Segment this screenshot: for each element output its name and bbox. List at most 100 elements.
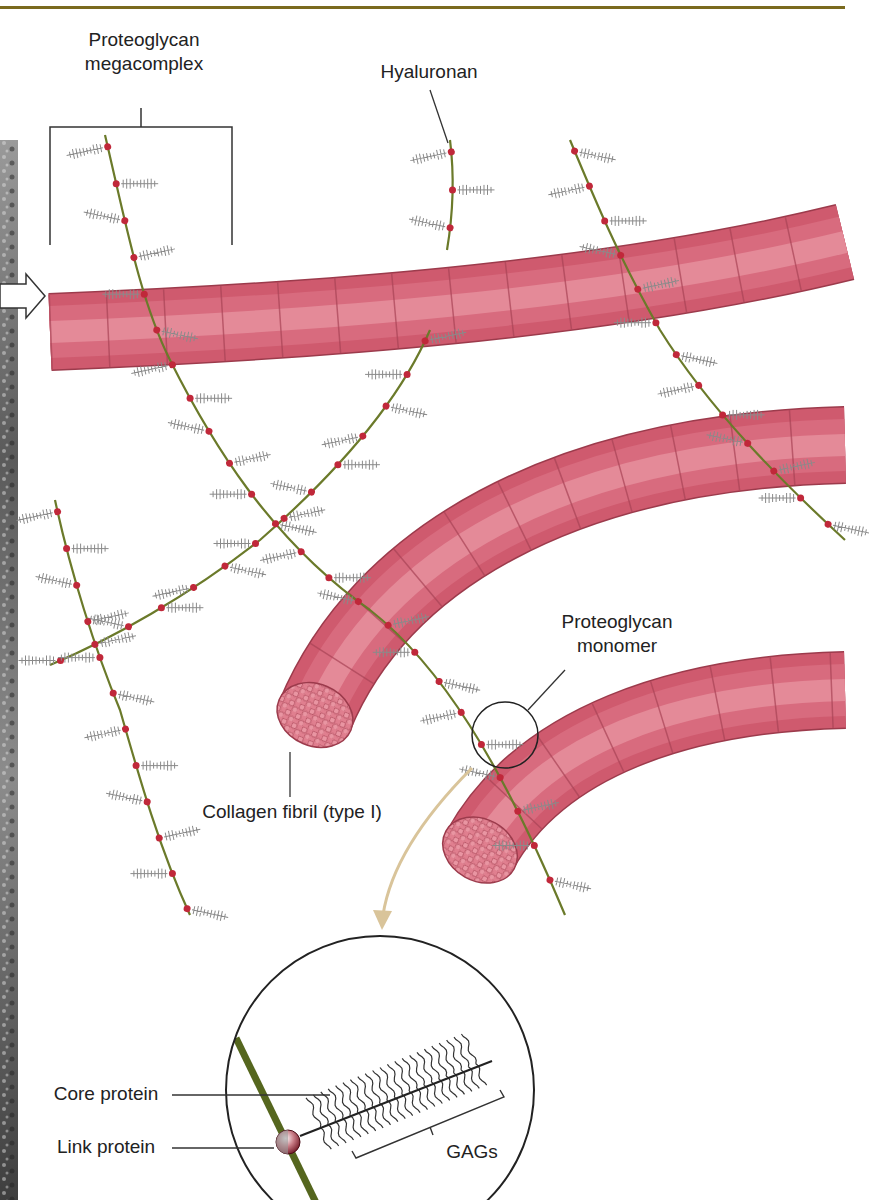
link-dot [109, 689, 117, 697]
link-dot [478, 741, 485, 748]
gag-bristles [83, 207, 121, 224]
proteoglycan-monomer [769, 457, 816, 476]
proteoglycan-monomer [325, 573, 371, 583]
proteoglycan-monomer [373, 647, 419, 657]
link-dot [601, 217, 608, 224]
gag-chain [358, 1077, 373, 1107]
link-dot [719, 411, 726, 418]
link-dot [695, 381, 703, 389]
proteoglycan-monomer [449, 185, 495, 195]
gag-chain [373, 1071, 388, 1101]
gag-chain [409, 1091, 420, 1112]
proteoglycan-monomers [15, 141, 869, 922]
proteoglycan-monomer [90, 631, 137, 650]
gag-bristles [610, 216, 647, 226]
link-dot [447, 148, 455, 156]
gag-bristles [429, 327, 467, 344]
proteoglycan-monomer [158, 603, 204, 613]
proteoglycan-monomer [15, 506, 62, 525]
part-label: Hyaluronan [372, 60, 486, 84]
proteoglycan-monomer [183, 903, 230, 922]
proteoglycan-monomer [719, 410, 765, 420]
proteoglycan-monomer [151, 582, 198, 601]
link-protein [276, 1130, 300, 1154]
link-dot [183, 905, 191, 913]
link-dot [546, 876, 554, 884]
proteoglycan-monomer [271, 518, 318, 537]
gag-bristles [778, 457, 816, 474]
gag-chain [432, 1046, 447, 1076]
zoom-arrow [0, 274, 45, 318]
gag-bristles [390, 402, 428, 419]
part-label: Link protein [40, 1135, 172, 1159]
gag-bristles [72, 544, 109, 554]
link-dot [770, 467, 778, 475]
inset-circle [226, 936, 534, 1200]
bracket [50, 108, 232, 245]
proteoglycan-monomer [382, 400, 429, 419]
fibril-cross-section [431, 804, 529, 896]
core-protein [300, 1061, 492, 1136]
gag-chain [447, 1040, 462, 1070]
gag-bristles [409, 148, 447, 165]
link-dot [297, 548, 305, 556]
link-dot [634, 285, 642, 293]
gag-bristles [334, 573, 371, 583]
gag-chain [410, 1055, 425, 1085]
gag-bristles [105, 788, 143, 805]
link-dot [354, 597, 362, 605]
link-dot [325, 574, 332, 581]
link-dot [84, 617, 92, 625]
link-dot [617, 251, 625, 259]
proteoglycan-monomer [614, 318, 660, 328]
gag-bristles [579, 242, 617, 259]
gag-chain [461, 1034, 476, 1064]
proteoglycan-monomer [492, 841, 538, 851]
link-dot [187, 395, 194, 402]
gag-bristles [117, 689, 155, 706]
highlight-circle [472, 702, 538, 768]
gag-chain [306, 1098, 321, 1128]
link-dot [91, 640, 99, 648]
proteoglycan-monomer [259, 546, 306, 565]
gag-bristles [167, 418, 205, 435]
gag-bristles [392, 612, 430, 629]
gag-bristles [58, 653, 95, 663]
gag-bristles [141, 761, 178, 771]
gag-bristles [706, 430, 744, 447]
gag-bristles [486, 740, 523, 750]
link-dot [73, 581, 81, 589]
gag-chain [424, 1049, 439, 1079]
link-dot [457, 708, 465, 716]
gag-chain [380, 1068, 395, 1098]
link-dot [205, 427, 213, 435]
link-dot [359, 432, 367, 440]
proteoglycan-monomer [513, 798, 560, 817]
link-dot [130, 253, 138, 261]
link-dot [169, 870, 176, 877]
link-dot [189, 583, 197, 591]
gag-bristles [229, 562, 267, 579]
part-label: GAGs [440, 1140, 504, 1164]
link-dot [797, 495, 804, 502]
hyaluronan-strands [50, 135, 845, 915]
link-dot [133, 762, 140, 769]
gag-bristles [614, 318, 651, 328]
proteoglycan-monomer [214, 539, 260, 549]
proteoglycan-monomer [83, 608, 130, 627]
gag-chain [365, 1109, 376, 1130]
proteoglycan-monomer [408, 214, 455, 233]
link-dot [271, 520, 279, 528]
link-dot [672, 351, 680, 359]
gag-bristles [365, 369, 402, 379]
link-dot [96, 654, 103, 661]
proteoglycan-monomer [579, 242, 626, 261]
gag-bristles [161, 326, 199, 343]
gag-bristles [458, 185, 495, 195]
proteoglycan-monomer [546, 874, 593, 893]
proteoglycan-monomer [706, 430, 753, 449]
gag-bristles [728, 410, 765, 420]
zoom-arrow [383, 768, 472, 915]
leader-line [528, 670, 565, 710]
inset [226, 936, 534, 1200]
